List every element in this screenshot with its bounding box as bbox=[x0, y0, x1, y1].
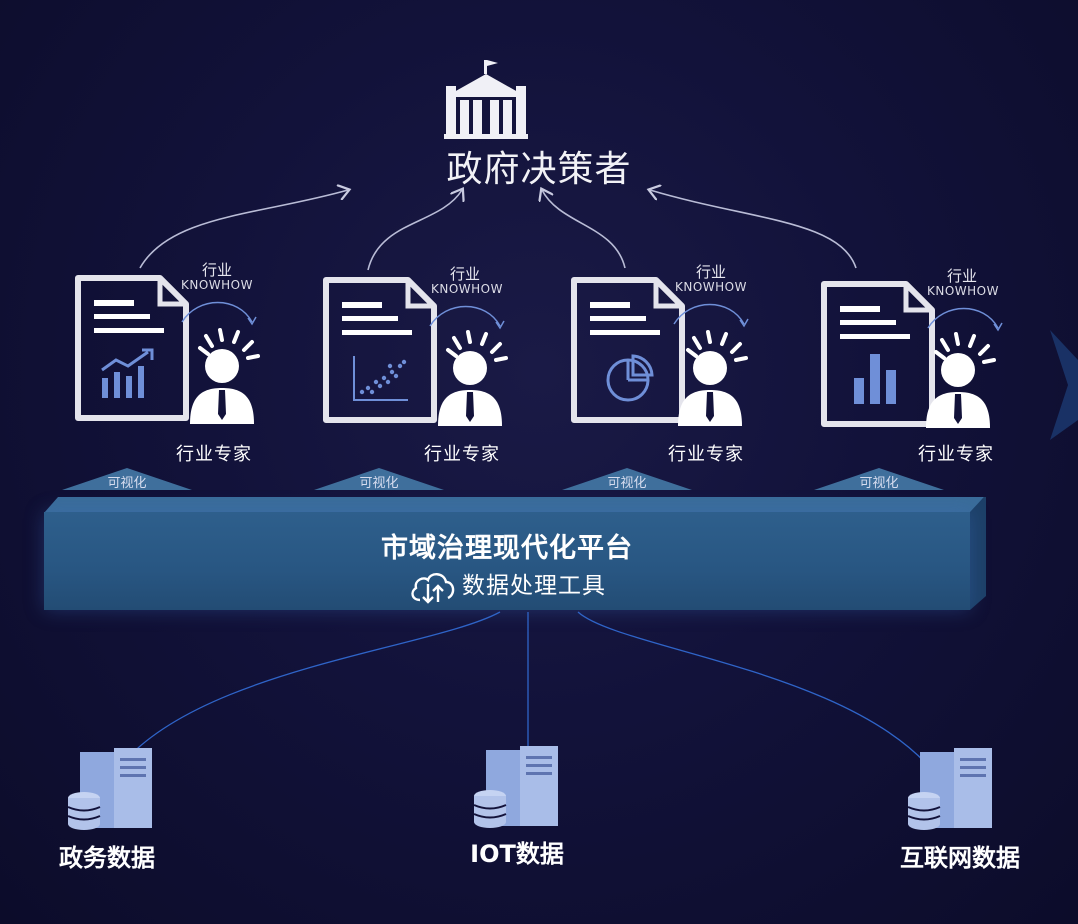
expert-person-icon bbox=[438, 330, 508, 426]
expert-label: 行业专家 bbox=[918, 444, 994, 465]
arrow-expert-3-to-gov bbox=[542, 190, 626, 269]
arrow-expert-4-to-gov bbox=[650, 190, 857, 269]
line-internet-data-to-platform bbox=[577, 611, 941, 781]
expert-label: 行业专家 bbox=[424, 444, 500, 465]
expert-block-4: 行业 KNOWHOW 行业专家 bbox=[820, 267, 1060, 480]
server-database-icon bbox=[473, 746, 558, 828]
source-label-gov-data: 政务数据 bbox=[59, 844, 155, 872]
expert-person-icon bbox=[678, 330, 748, 426]
knowhow-arc-icon bbox=[927, 307, 1003, 332]
expert-block-1: 行业 KNOWHOW 行业专家 bbox=[74, 261, 314, 474]
knowhow-label-line2: KNOWHOW bbox=[927, 284, 999, 298]
platform-block: 市域治理现代化平台 数据处理工具 bbox=[44, 512, 970, 610]
expert-block-3: 行业 KNOWHOW 行业专家 bbox=[570, 263, 810, 476]
line-chart-icon bbox=[101, 348, 154, 398]
expert-person-icon bbox=[926, 332, 996, 428]
pie-chart-icon bbox=[606, 354, 654, 402]
knowhow-label-line2: KNOWHOW bbox=[181, 278, 253, 292]
document-icon bbox=[323, 277, 437, 423]
bar-chart-icon bbox=[854, 354, 896, 404]
document-icon bbox=[821, 281, 935, 427]
decision-maker-title: 政府决策者 bbox=[446, 149, 632, 190]
cloud-transfer-icon bbox=[411, 572, 455, 604]
government-building-icon bbox=[444, 60, 528, 139]
platform-top-face bbox=[44, 497, 984, 513]
source-label-internet-data: 互联网数据 bbox=[900, 844, 1020, 872]
scatter-plot-icon bbox=[353, 356, 408, 401]
expert-label: 行业专家 bbox=[668, 444, 744, 465]
visualization-label: 可视化 bbox=[859, 476, 899, 491]
knowhow-label-line2: KNOWHOW bbox=[675, 280, 747, 294]
knowhow-arc-icon bbox=[429, 305, 505, 330]
expert-block-2: 行业 KNOWHOW 行业专家 bbox=[322, 265, 562, 476]
up-arrow-icon bbox=[314, 468, 444, 490]
source-label-iot-data: IOT数据 bbox=[470, 840, 564, 868]
document-icon bbox=[571, 277, 685, 423]
visualization-label: 可视化 bbox=[359, 476, 399, 491]
line-gov-data-to-platform bbox=[109, 611, 501, 781]
arrow-expert-2-to-gov bbox=[367, 190, 462, 271]
arrow-expert-1-to-gov bbox=[139, 190, 348, 269]
platform-side-face bbox=[970, 497, 986, 610]
server-database-icon bbox=[67, 748, 152, 830]
visualization-arrow-1: 可视化 bbox=[62, 466, 192, 491]
knowhow-arc-icon bbox=[181, 301, 257, 326]
platform-subtitle-row: 数据处理工具 bbox=[44, 566, 970, 604]
up-arrow-icon bbox=[62, 468, 192, 490]
knowhow-label-line1: 行业 bbox=[946, 267, 977, 285]
visualization-label: 可视化 bbox=[607, 476, 647, 491]
up-arrow-icon bbox=[814, 468, 944, 490]
knowhow-label-line1: 行业 bbox=[201, 261, 232, 279]
document-icon bbox=[75, 275, 189, 421]
knowhow-label-line1: 行业 bbox=[695, 263, 726, 281]
visualization-label: 可视化 bbox=[107, 476, 147, 491]
knowhow-label-line2: KNOWHOW bbox=[431, 282, 503, 296]
visualization-arrow-3: 可视化 bbox=[562, 466, 692, 491]
knowhow-arc-icon bbox=[673, 303, 749, 328]
platform-subtitle: 数据处理工具 bbox=[462, 573, 606, 599]
visualization-arrow-2: 可视化 bbox=[314, 466, 444, 491]
knowhow-label-line1: 行业 bbox=[449, 265, 480, 283]
server-database-icon bbox=[907, 748, 992, 830]
expert-label: 行业专家 bbox=[176, 444, 252, 465]
up-arrow-icon bbox=[562, 468, 692, 490]
visualization-arrow-4: 可视化 bbox=[814, 466, 944, 491]
right-edge-chevron bbox=[1050, 330, 1078, 440]
platform-title: 市域治理现代化平台 bbox=[381, 533, 633, 564]
expert-person-icon bbox=[190, 328, 260, 424]
